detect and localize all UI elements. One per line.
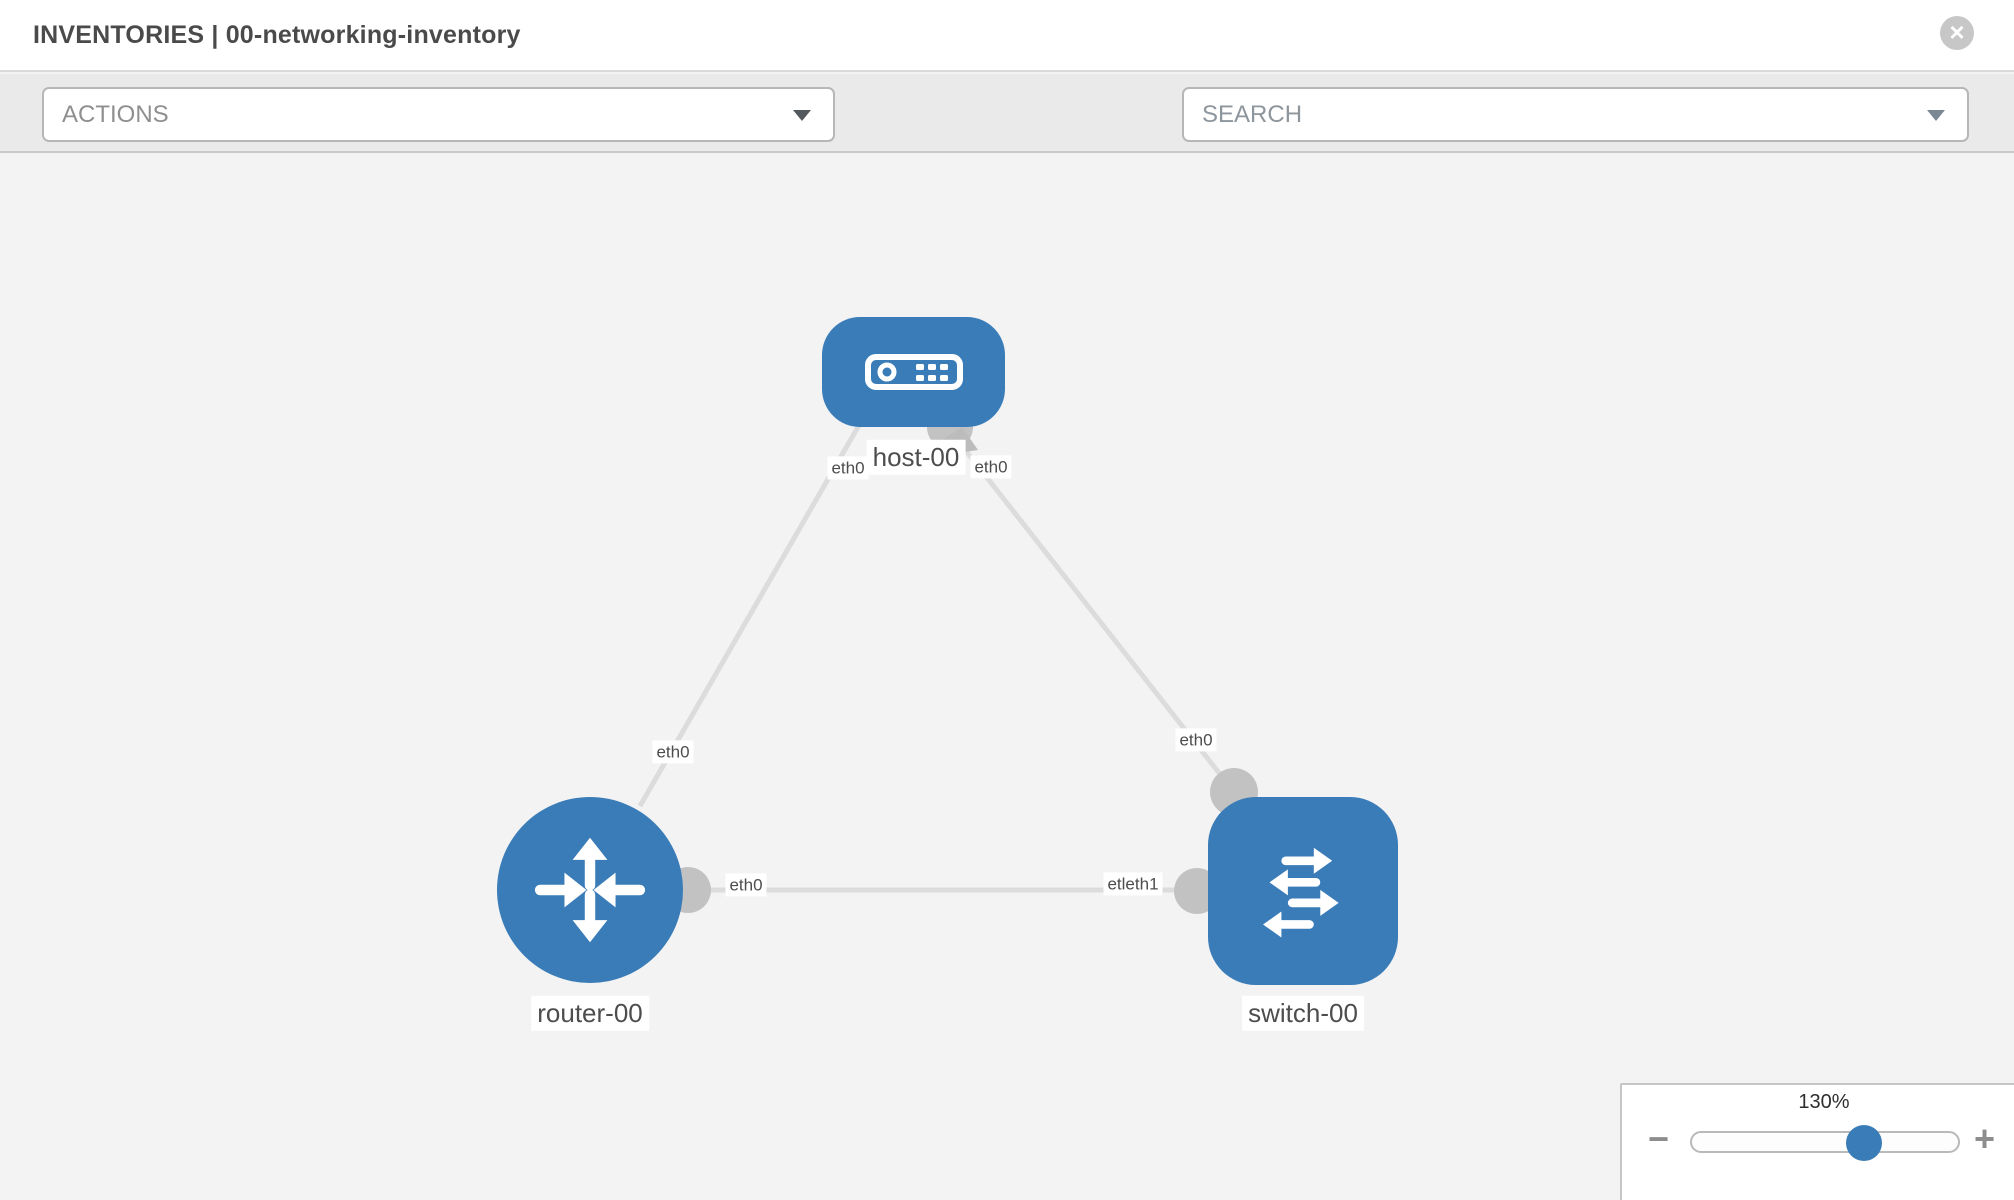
node-label-host: host-00 bbox=[866, 439, 966, 475]
topology-edges bbox=[637, 404, 1258, 914]
link-lines bbox=[637, 418, 1236, 893]
host-icon bbox=[864, 354, 963, 390]
header: INVENTORIES | 00-networking-inventory × bbox=[0, 0, 2014, 72]
node-label-switch: switch-00 bbox=[1242, 995, 1364, 1031]
switch-icon bbox=[1263, 847, 1339, 938]
page-title: INVENTORIES | 00-networking-inventory bbox=[33, 20, 521, 49]
interface-label: eth0 bbox=[652, 740, 694, 764]
zoom-panel: 130% − + bbox=[1620, 1083, 2014, 1200]
zoom-level: 130% bbox=[1798, 1091, 1850, 1113]
interface-dots bbox=[665, 404, 1258, 914]
interface-label: etleth1 bbox=[1103, 872, 1163, 896]
toolbar: ACTIONS SEARCH bbox=[0, 74, 2014, 205]
chevron-down-icon bbox=[793, 109, 811, 121]
actions-label: ACTIONS bbox=[62, 100, 169, 128]
close-icon: × bbox=[1949, 17, 1965, 47]
actions-dropdown[interactable]: ACTIONS bbox=[42, 87, 835, 142]
zoom-out-button[interactable]: − bbox=[1648, 1118, 1670, 1159]
close-button[interactable]: × bbox=[1940, 16, 1974, 50]
zoom-slider[interactable] bbox=[1690, 1131, 1960, 1153]
zoom-in-button[interactable]: + bbox=[1974, 1118, 1996, 1159]
node-router-00[interactable] bbox=[497, 797, 683, 983]
zoom-slider-thumb[interactable] bbox=[1846, 1125, 1882, 1161]
node-label-router: router-00 bbox=[531, 995, 649, 1031]
node-switch-00[interactable] bbox=[1208, 797, 1398, 985]
search-dropdown[interactable]: SEARCH bbox=[1182, 87, 1969, 142]
interface-label: eth0 bbox=[725, 873, 767, 897]
chevron-down-icon bbox=[1927, 109, 1945, 121]
topology-canvas[interactable]: eth0 eth0 eth0 eth0 eth0 etleth1 host-00… bbox=[0, 155, 2014, 1200]
interface-label: eth0 bbox=[970, 455, 1012, 479]
search-label: SEARCH bbox=[1202, 100, 1303, 128]
interface-label: eth0 bbox=[1175, 728, 1217, 752]
router-icon bbox=[534, 837, 646, 943]
interface-label: eth0 bbox=[827, 456, 869, 480]
node-host-00[interactable] bbox=[822, 317, 1005, 427]
